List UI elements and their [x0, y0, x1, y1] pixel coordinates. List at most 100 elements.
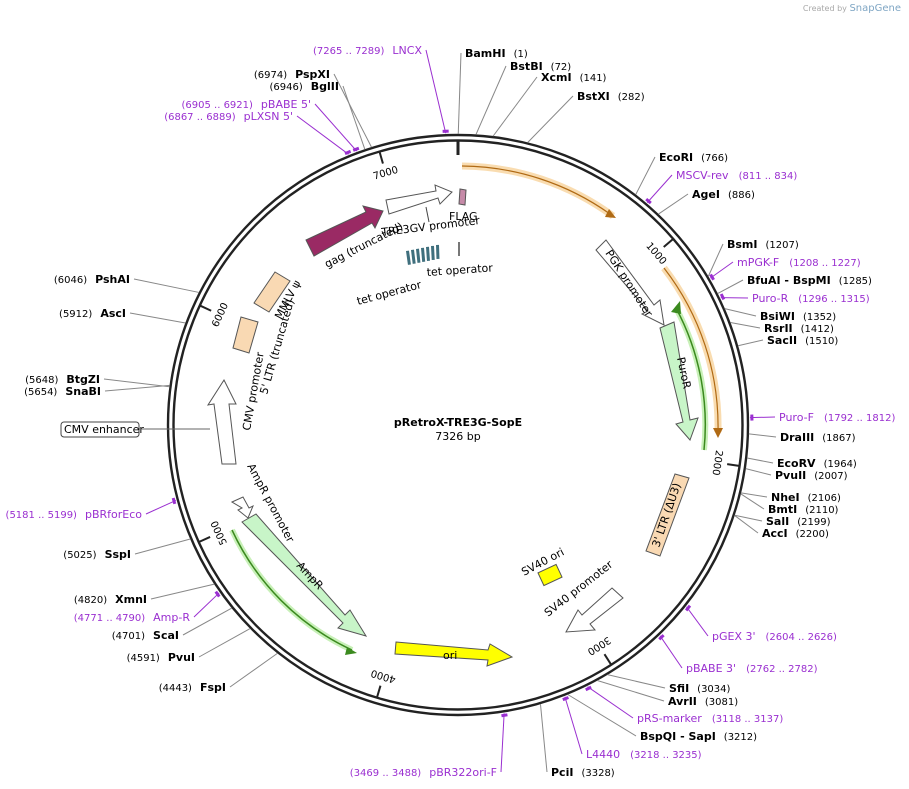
- primer-leader-pbabe-3-: [659, 635, 683, 669]
- enzyme-name: XcmI: [541, 71, 572, 84]
- primer-leader-mscv-rev: [646, 174, 673, 203]
- enzyme-bstxi: BstXI(282): [577, 90, 645, 103]
- enzyme-leader-bfuai-bspmi: [717, 279, 744, 294]
- enzyme-name: PciI: [551, 766, 573, 779]
- enzyme-name: PvuI: [168, 651, 195, 664]
- watermark-brand: SnapGene: [849, 3, 901, 14]
- enzyme-name: BspQI - SapI: [640, 730, 716, 743]
- enzyme-position: (4591): [127, 653, 160, 664]
- tet-operator-single: [458, 242, 460, 256]
- enzyme-name: SalI: [766, 515, 789, 528]
- enzyme-leader-draiii: [748, 433, 777, 438]
- primer-position: (5181 .. 5199): [6, 510, 78, 521]
- orf-ring-segment-1-arrow: [605, 209, 616, 218]
- primer-mscv-rev: MSCV-rev (811 .. 834): [676, 169, 797, 182]
- enzyme-leader-nhei: [740, 492, 768, 498]
- primer-puro-f: Puro-F(1792 .. 1812): [779, 411, 895, 424]
- primer-pgex-3-: pGEX 3' (2604 .. 2626): [712, 630, 837, 643]
- plasmid-name: pRetroX-TRE3G-SopE: [394, 416, 522, 429]
- enzyme-sacii: SacII (1510): [767, 334, 838, 347]
- enzyme-name: FspI: [200, 681, 226, 694]
- enzyme-name: RsrII: [764, 322, 793, 335]
- orf-ring-segment-2-line: [663, 267, 719, 433]
- primer-name: pBABE 3': [686, 662, 736, 675]
- primer-name: L4440: [586, 748, 620, 761]
- primer-mark-mscv-rev: [645, 197, 652, 205]
- primer-position: (2762 .. 2782): [746, 664, 818, 675]
- enzyme-position: (2200): [796, 529, 829, 540]
- enzyme-name: BmtI: [768, 503, 797, 516]
- enzyme-bsmi: BsmI(1207): [727, 238, 799, 251]
- enzyme-name: BsiWI: [760, 310, 795, 323]
- external-labels: BamHI(1)BstBI(72)XcmI(141)BstXI(282)EcoR…: [6, 44, 896, 779]
- enzyme-position: (4443): [159, 683, 192, 694]
- enzyme-name: BtgZI: [66, 373, 100, 386]
- tick-2000: [727, 463, 740, 467]
- enzyme-leader-pshai: [133, 278, 200, 293]
- primer-mark-pbrforeco: [171, 497, 177, 505]
- enzyme-position: (1964): [824, 459, 857, 470]
- primer-name: Amp-R: [153, 611, 190, 624]
- enzyme-xcmi: XcmI (141): [541, 71, 607, 84]
- enzyme-pspxi: (6974)PspXI: [254, 68, 330, 81]
- primer-plxsn-5-: (6867 .. 6889)pLXSN 5': [164, 110, 293, 123]
- primer-position: (6905 .. 6921): [182, 100, 254, 111]
- primer-position: (3218 .. 3235): [630, 750, 702, 761]
- primer-pbrforeco: (5181 .. 5199) pBRforEco: [6, 508, 143, 521]
- primer-position: (811 .. 834): [739, 171, 798, 182]
- enzyme-sali: SalI (2199): [766, 515, 831, 528]
- enzyme-position: (766): [701, 153, 728, 164]
- enzyme-name: SacII: [767, 334, 797, 347]
- primer-leader-pbr322ori-f: [500, 713, 505, 773]
- ampr-promoter-arrow: [230, 496, 254, 519]
- enzyme-position: (2007): [814, 471, 847, 482]
- primer-mark-amp-r: [214, 590, 221, 598]
- cmv-enhancer-label: CMV enhancer: [64, 423, 144, 436]
- ampr-orf-arrow: [345, 647, 357, 655]
- enzyme-leader-pspxi: [333, 73, 372, 148]
- enzyme-bamhi: BamHI(1): [465, 47, 528, 60]
- enzyme-leader-bsmi: [707, 243, 724, 277]
- primer-leader-puro-f: [749, 416, 776, 419]
- primer-name: pGEX 3': [712, 630, 756, 643]
- enzyme-leader-bmti: [740, 493, 765, 510]
- enzyme-fspi: (4443) FspI: [159, 681, 226, 694]
- enzyme-position: (2199): [797, 517, 830, 528]
- enzyme-leader-agei: [658, 193, 689, 215]
- primer-position: (2604 .. 2626): [766, 632, 838, 643]
- primer-name: MSCV-rev: [676, 169, 729, 182]
- primer-leader-prs-marker: [587, 686, 634, 719]
- enzyme-position: (886): [728, 190, 755, 201]
- enzyme-position: (141): [580, 73, 607, 84]
- enzyme-name: BfuAI - BspMI: [747, 274, 831, 287]
- enzyme-name: AvrII: [668, 695, 697, 708]
- primer-prs-marker: pRS-marker(3118 .. 3137): [637, 712, 783, 725]
- enzyme-position: (1352): [803, 312, 836, 323]
- enzyme-position: (1867): [822, 433, 855, 444]
- enzyme-avrii: AvrII(3081): [668, 695, 738, 708]
- tet-operator-label-1: tet operator: [355, 278, 423, 308]
- enzyme-position: (6974): [254, 70, 287, 81]
- enzyme-leader-bspqi-sapi: [567, 694, 637, 737]
- primer-name: pBRforEco: [85, 508, 142, 521]
- enzyme-leader-asci: [129, 312, 186, 324]
- enzyme-bfuai-bspmi: BfuAI - BspMI(1285): [747, 274, 872, 287]
- enzyme-leader-sfii: [607, 674, 666, 689]
- enzyme-name: XmnI: [115, 593, 147, 606]
- tick-label-2000: 2000: [709, 449, 724, 476]
- enzyme-position: (1207): [766, 240, 799, 251]
- enzyme-leader-xcmi: [492, 76, 538, 137]
- primer-name: LNCX: [392, 44, 422, 57]
- enzyme-leader-btgzi: [103, 378, 170, 388]
- enzyme-position: (1510): [805, 336, 838, 347]
- sv40-promoter-arrow: [565, 587, 624, 633]
- tick-label-3000: 3000: [585, 634, 612, 657]
- enzyme-rsrii: RsrII(1412): [764, 322, 834, 335]
- primer-lncx: (7265 .. 7289)LNCX: [313, 44, 422, 57]
- ltr3-box: [645, 473, 690, 557]
- ampr-orf-band: [229, 528, 354, 653]
- enzyme-scai: (4701)ScaI: [112, 629, 179, 642]
- primer-name: pBABE 5': [261, 98, 311, 111]
- cmv-promoter-arrow: [206, 378, 237, 465]
- backbone-outer: [166, 133, 750, 717]
